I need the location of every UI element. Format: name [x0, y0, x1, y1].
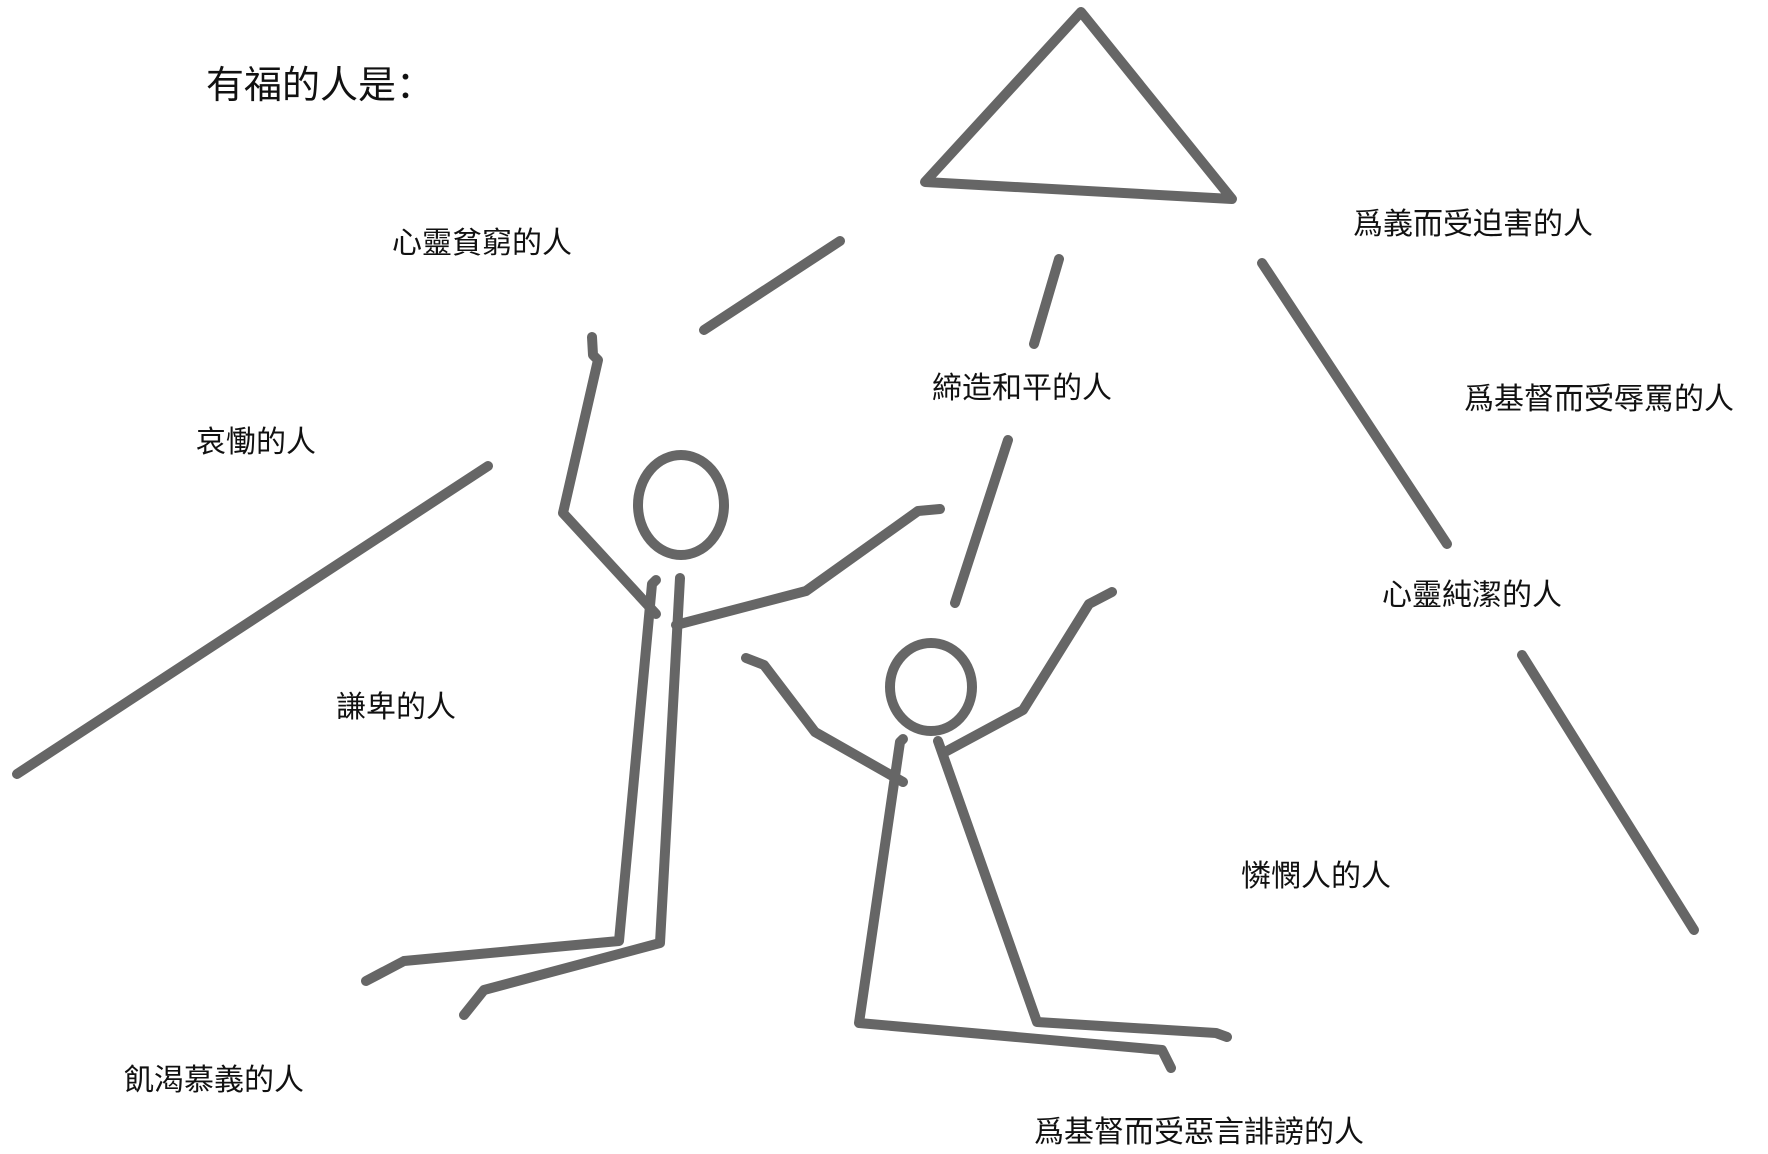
- page-title: 有福的人是：: [206, 63, 435, 107]
- ray-left: [12, 236, 845, 779]
- figure-left-arm-out: [671, 504, 945, 630]
- triangle-symbol: [920, 7, 1237, 204]
- label-insulted-for-christ: 爲基督而受辱罵的人: [1464, 382, 1734, 417]
- stick-figure-right: [741, 587, 1232, 1073]
- label-persecuted-righteousness: 爲義而受迫害的人: [1353, 207, 1593, 242]
- label-meek: 謙卑的人: [336, 690, 456, 725]
- label-pure-in-heart: 心靈純潔的人: [1382, 578, 1562, 613]
- label-merciful: 憐憫人的人: [1241, 859, 1391, 894]
- ray-center: [950, 254, 1064, 608]
- label-peacemakers: 締造和平的人: [932, 371, 1112, 406]
- ray-right: [1257, 258, 1699, 935]
- label-hunger-thirst: 飢渴慕義的人: [124, 1063, 304, 1098]
- label-mourn: 哀慟的人: [196, 425, 316, 460]
- figure-left-body: [361, 573, 685, 1020]
- figure-left-head: [633, 450, 729, 560]
- figure-right-head: [885, 638, 977, 736]
- figure-right-arms: [741, 587, 1117, 787]
- stick-figure-left: [361, 332, 945, 1020]
- label-slandered-for-christ: 爲基督而受惡言誹謗的人: [1034, 1115, 1364, 1150]
- figure-left-arm-up: [558, 332, 661, 619]
- label-poor-in-spirit: 心靈貧窮的人: [392, 226, 572, 261]
- figure-right-body: [854, 734, 1232, 1073]
